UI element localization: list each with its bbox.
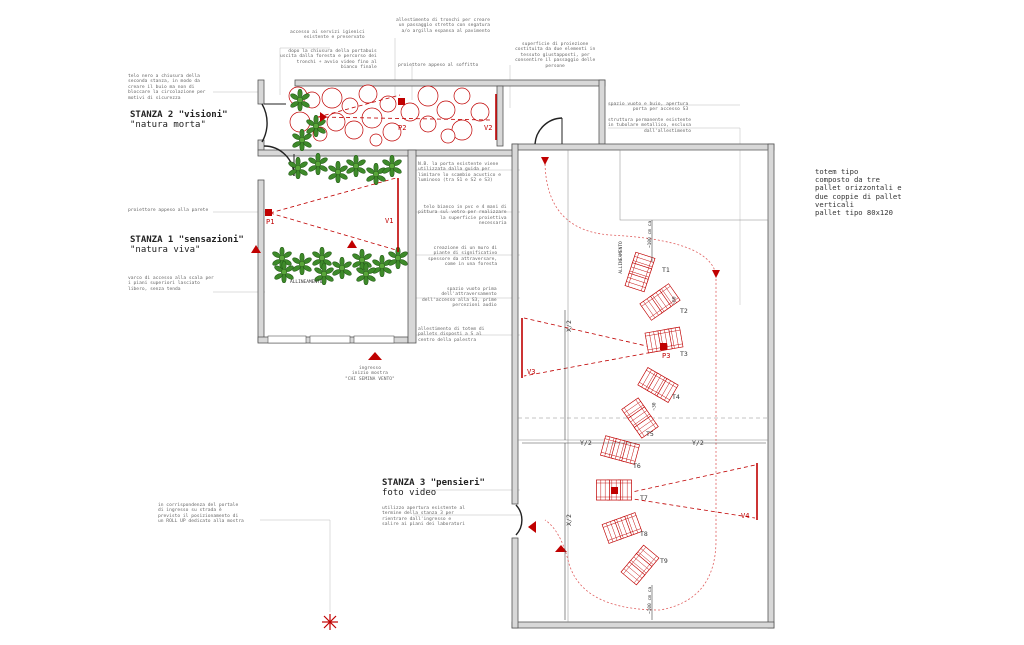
- plant-icon: [345, 155, 367, 177]
- direction-arrows: [251, 112, 720, 552]
- log-circle: [400, 102, 420, 122]
- log-circle: [419, 115, 437, 133]
- log-circle: [326, 112, 346, 132]
- note-white-canvas: telo bianco in pvc e 4 mani di pittura s…: [418, 205, 507, 227]
- doors: [261, 103, 563, 536]
- label-alignment: ALLINEAMENTO: [290, 280, 323, 285]
- room-2-subtitle: "natura morta": [130, 120, 206, 130]
- dimension-lines: [522, 220, 766, 620]
- room-2-name: STANZA 2 "visioni": [130, 110, 228, 120]
- label-y-half-left: Y/2: [580, 439, 592, 447]
- note-exit-opening: utilizzo apertura esistente al termine d…: [382, 506, 465, 528]
- log-circle: [341, 97, 359, 115]
- plant-icon: [365, 163, 387, 185]
- plant-icon: [371, 255, 393, 277]
- room-1-name: STANZA 1 "sensazioni": [130, 235, 244, 245]
- totem-label: T4: [672, 393, 680, 401]
- totem-label: T8: [640, 530, 648, 538]
- note-existing-door: N.B. la porta esistente viene utilizzata…: [418, 162, 501, 184]
- totem-description: totem tipo composto da tre pallet orizzo…: [815, 167, 902, 218]
- plant-icon: [287, 157, 309, 179]
- log-circle: [436, 100, 456, 120]
- room-1-subtitle: "natura viva": [130, 245, 201, 255]
- note-projection-surface: superficie di proiezione costituita da d…: [515, 42, 596, 69]
- room3-grid: [518, 149, 769, 622]
- log-circle: [417, 85, 439, 107]
- label-v3: V3: [527, 368, 536, 376]
- log-circle: [344, 120, 364, 140]
- label-dim-60: ~60: [672, 296, 678, 305]
- label-x-half-bottom: X/2: [564, 514, 573, 526]
- plant-icon: [355, 263, 377, 285]
- log-circle: [361, 107, 383, 129]
- plant-icon: [381, 155, 403, 177]
- windows: [267, 335, 395, 344]
- projectors: [265, 98, 667, 494]
- log-circle: [379, 95, 397, 113]
- log-circle: [358, 84, 378, 104]
- label-dim-bottom: ~100 cm ca: [648, 586, 654, 615]
- projection-screens: [397, 94, 758, 520]
- label-alignment-room3: ALLINEAMENTO: [618, 241, 624, 274]
- note-after-door: dopo la chiusura della portabuis uscita …: [280, 49, 377, 71]
- log-circle: [453, 87, 471, 105]
- log-circle: [369, 133, 383, 147]
- walls: [257, 79, 775, 629]
- note-log-passage: allestimento di tronchi per creare un pa…: [396, 18, 491, 34]
- label-y-half-right: Y/2: [692, 439, 704, 447]
- label-v4: V4: [741, 512, 750, 520]
- totem-label: T1: [662, 266, 670, 274]
- log-circle: [470, 102, 490, 122]
- label-p2: P2: [398, 124, 407, 132]
- room-1-title: STANZA 1 "sensazioni" "natura viva": [130, 235, 244, 255]
- log-passage: [288, 84, 490, 147]
- totem-label: T2: [680, 307, 688, 315]
- totem-label: T7: [640, 494, 648, 502]
- totem-label: T9: [660, 557, 668, 565]
- visitor-route: [544, 159, 717, 611]
- plant-icon: [331, 257, 353, 279]
- label-x-half-top: X/2: [564, 320, 573, 332]
- room-3-subtitle: foto video: [382, 488, 437, 498]
- note-empty-space: spazio vuoto e buio, apertura porta per …: [608, 102, 689, 113]
- plant-icon: [327, 161, 349, 183]
- label-p1: P1: [266, 218, 275, 226]
- totem-label: T3: [680, 350, 688, 358]
- note-permanent-structure: struttura permanente esistente in tubola…: [608, 118, 691, 134]
- label-dim-top: ~100 cm ca: [648, 220, 654, 249]
- note-pallet-totems: allestimento di totem di pallets dispost…: [418, 327, 485, 343]
- log-circle: [321, 87, 343, 109]
- note-ceiling-projector: proiettore appeso al soffitto: [398, 63, 479, 68]
- roll-up-marker: [322, 614, 338, 630]
- note-stair-access: varco di accesso alla scala per i piani …: [128, 276, 214, 292]
- note-empty-before-s3: spazio vuoto prima dell'attraversamento …: [422, 287, 497, 309]
- totem-label: T5: [646, 430, 654, 438]
- note-plant-wall: creazione di un muro di piante di signif…: [428, 246, 498, 268]
- label-dim-30: ~30: [652, 402, 658, 411]
- room-3-name: STANZA 3 "pensieri": [382, 478, 485, 488]
- log-circle: [382, 122, 402, 142]
- label-v1: V1: [385, 217, 394, 225]
- note-wall-projector: proiettore appeso alla parete: [128, 208, 209, 213]
- pallet-icon: [596, 479, 610, 501]
- room-3-title: STANZA 3 "pensieri" foto video: [382, 478, 485, 498]
- label-p3: P3: [662, 352, 671, 360]
- totem-label: T6: [633, 462, 641, 470]
- leader-lines: [213, 38, 741, 612]
- note-black-curtain: telo nero a chiusura della seconda stanz…: [128, 74, 206, 101]
- note-roll-up: in corrispondenza del portale di ingress…: [158, 503, 244, 525]
- log-circle: [440, 128, 456, 144]
- plant-icon: [351, 249, 373, 271]
- note-toilets: accesso ai servizi igienici esistente e …: [290, 30, 365, 41]
- room-2-title: STANZA 2 "visioni" "natura morta": [130, 110, 228, 130]
- note-entrance: ingresso inizio mostra "CHI SEMINA VENTO…: [345, 366, 395, 382]
- projection-cones: [269, 94, 756, 519]
- label-v2: V2: [484, 124, 493, 132]
- plant-icon: [291, 253, 313, 275]
